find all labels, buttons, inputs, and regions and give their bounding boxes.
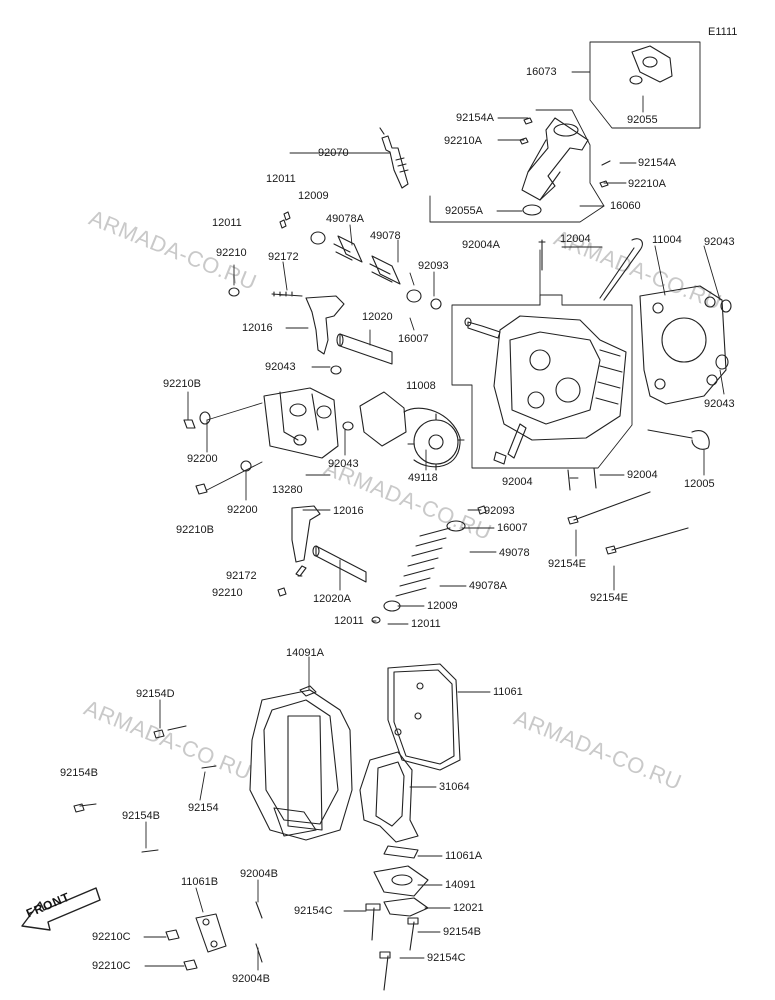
part-16060-manifold: [519, 117, 611, 216]
callout-92210B: 92210B: [176, 524, 214, 536]
part-12005-valve: [567, 429, 710, 491]
front-arrow-icon: [21, 887, 101, 931]
callout-92004: 92004: [502, 476, 533, 488]
callout-92210B: 92210B: [163, 378, 201, 390]
callout-92210A: 92210A: [444, 135, 482, 147]
part-16073-cover: [629, 45, 673, 85]
callout-92200: 92200: [187, 453, 218, 465]
callout-92210A: 92210A: [628, 178, 666, 190]
callout-92154B: 92154B: [60, 767, 98, 779]
callout-11061B: 11061B: [181, 876, 219, 888]
callout-92154: 92154: [188, 802, 219, 814]
callout-92055A: 92055A: [445, 205, 483, 217]
callout-11061: 11061: [493, 686, 523, 698]
callout-12005: 12005: [684, 478, 715, 490]
callout-92154C: 92154C: [294, 905, 333, 917]
part-14091-cap: [365, 845, 429, 991]
callout-11061A: 11061A: [445, 850, 483, 862]
callout-12011: 12011: [334, 615, 364, 627]
callout-92154B: 92154B: [443, 926, 481, 938]
callout-49118: 49118: [408, 472, 438, 484]
callout-11008: 11008: [406, 380, 436, 392]
callout-92043: 92043: [704, 398, 735, 410]
callout-92210: 92210: [216, 247, 247, 259]
callout-31064: 31064: [439, 781, 470, 793]
callout-49078A: 49078A: [469, 580, 507, 592]
callout-92043: 92043: [265, 361, 296, 373]
callout-49078A: 49078A: [326, 213, 364, 225]
callout-92200: 92200: [227, 504, 258, 516]
callout-16060: 16060: [610, 200, 641, 212]
callout-92055: 92055: [627, 114, 658, 126]
leader-lines: [143, 41, 725, 971]
callout-92154E: 92154E: [548, 558, 586, 570]
callout-92093: 92093: [418, 260, 449, 272]
callout-12004: 12004: [560, 233, 591, 245]
callout-13280: 13280: [272, 484, 303, 496]
part-11004-gasket: [639, 285, 732, 405]
callout-92154B: 92154B: [122, 810, 160, 822]
callout-92154A: 92154A: [456, 112, 494, 124]
callout-92070: 92070: [318, 147, 349, 159]
callout-92093: 92093: [484, 505, 515, 517]
callout-92154C: 92154C: [427, 952, 466, 964]
callout-92004: 92004: [627, 469, 658, 481]
callout-92172: 92172: [268, 251, 299, 263]
part-lower-valve-train: [277, 423, 527, 624]
callout-16007: 16007: [398, 333, 429, 345]
callout-14091A: 14091A: [286, 647, 324, 659]
part-31064-bracket: [359, 751, 419, 843]
callout-14091: 14091: [445, 879, 476, 891]
part-rocker-top: [228, 211, 442, 375]
callout-92210C: 92210C: [92, 960, 131, 972]
callout-92154D: 92154D: [136, 688, 175, 700]
callout-12021: 12021: [453, 902, 484, 914]
callout-92172: 92172: [226, 570, 257, 582]
callout-92154E: 92154E: [590, 592, 628, 604]
callout-12016: 12016: [333, 505, 364, 517]
callout-12011: 12011: [411, 618, 441, 630]
callout-12009: 12009: [427, 600, 458, 612]
callout-16073: 16073: [526, 66, 557, 78]
callout-92154A: 92154A: [638, 157, 676, 169]
callout-92210: 92210: [212, 587, 243, 599]
callout-12020: 12020: [362, 311, 393, 323]
callout-12011: 12011: [212, 217, 242, 229]
diagram-code: E1111: [708, 26, 738, 38]
callout-92210C: 92210C: [92, 931, 131, 943]
part-11008-cylinder-head: [464, 239, 627, 441]
part-14091A-cover: [73, 685, 353, 853]
part-13280-holder: [183, 387, 339, 495]
part-92154E-bolts: [567, 491, 689, 555]
callout-12016: 12016: [242, 322, 273, 334]
callout-12009: 12009: [298, 190, 329, 202]
callout-92004B: 92004B: [232, 973, 270, 985]
part-11061-gasket: [387, 663, 461, 771]
part-92070-spark-plug: [379, 127, 409, 189]
callout-49078: 49078: [370, 230, 401, 242]
part-49118-camshaft: [342, 391, 465, 471]
callout-92043: 92043: [704, 236, 735, 248]
part-11061B-plate: [165, 901, 263, 971]
part-12004-valve: [599, 238, 643, 301]
callout-92043: 92043: [328, 458, 359, 470]
callout-49078: 49078: [499, 547, 530, 559]
callout-92004A: 92004A: [462, 239, 500, 251]
callout-12020A: 12020A: [313, 593, 351, 605]
callout-16007: 16007: [497, 522, 528, 534]
callout-11004: 11004: [652, 234, 682, 246]
callout-12011: 12011: [266, 173, 296, 185]
callout-92004B: 92004B: [240, 868, 278, 880]
